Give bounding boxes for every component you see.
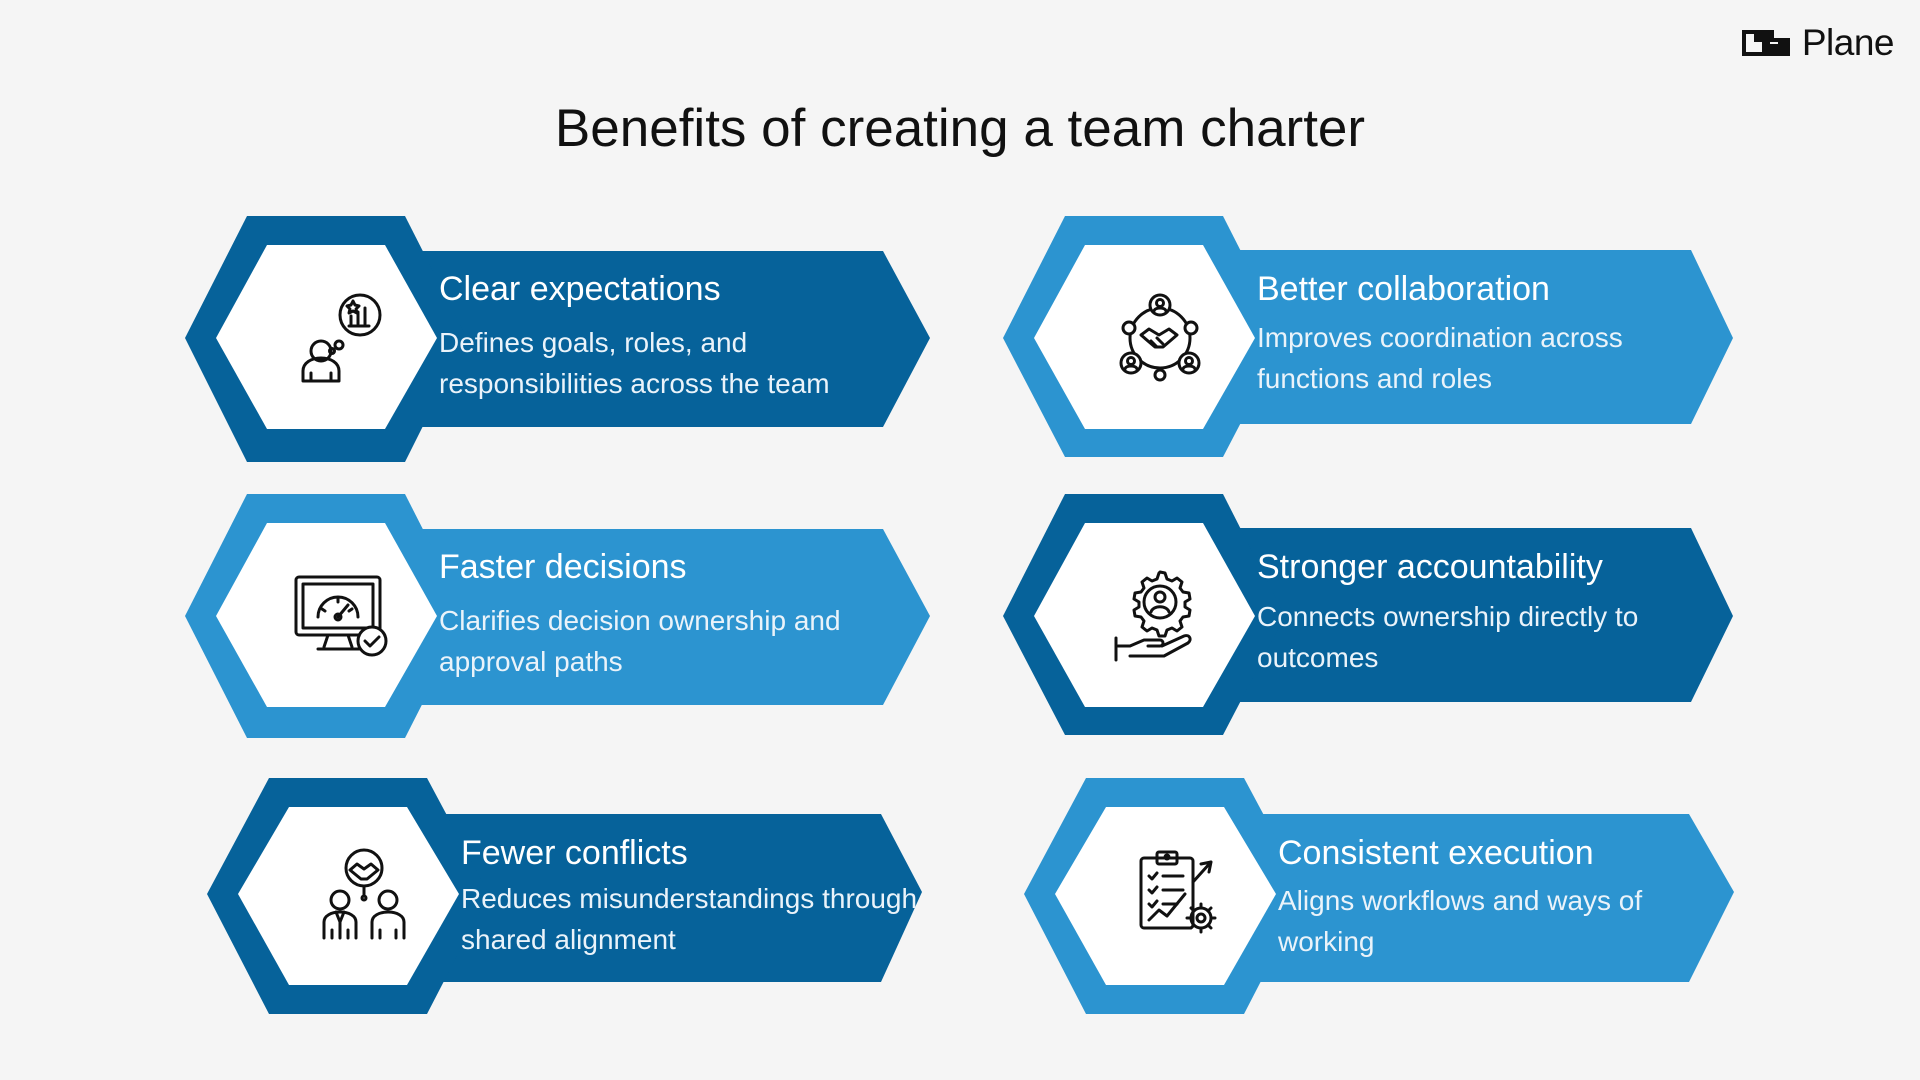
card-title: Faster decisions xyxy=(439,548,687,586)
card-description: Aligns workflows and ways of working xyxy=(1278,885,1643,957)
benefit-card-stronger-accountability: Stronger accountability Connects ownersh… xyxy=(1003,490,1748,740)
benefit-card-faster-decisions: Faster decisions Clarifies decision owne… xyxy=(185,490,930,740)
brand-name: Plane xyxy=(1801,22,1895,63)
card-title: Better collaboration xyxy=(1257,270,1550,308)
team-handshake-icon xyxy=(298,828,430,960)
monitor-speedometer-check-icon xyxy=(276,550,408,682)
person-thinking-chart-icon xyxy=(276,272,408,404)
card-shape xyxy=(185,494,930,738)
card-description: Improves coordination across functions a… xyxy=(1257,322,1623,394)
card-title: Fewer conflicts xyxy=(461,834,688,872)
hand-gear-person-icon xyxy=(1094,550,1226,682)
plane-logo-icon xyxy=(1741,30,1790,56)
card-shape xyxy=(1003,494,1733,735)
card-description: Connects ownership directly to outcomes xyxy=(1257,601,1639,673)
clipboard-gear-icon xyxy=(1115,828,1247,960)
handshake-network-icon xyxy=(1094,272,1226,404)
card-title: Consistent execution xyxy=(1278,834,1594,872)
card-shape xyxy=(1024,778,1734,1014)
card-description: Defines goals, roles, and responsibiliti… xyxy=(439,327,830,399)
benefit-card-fewer-conflicts: Fewer conflicts Reduces misunderstanding… xyxy=(207,778,952,1028)
benefit-card-consistent-execution: Consistent execution Aligns workflows an… xyxy=(1024,778,1769,1028)
brand-logo: Plane xyxy=(1740,22,1895,64)
card-shape xyxy=(185,216,930,462)
card-title: Clear expectations xyxy=(439,270,721,308)
page-title: Benefits of creating a team charter xyxy=(554,99,1366,158)
card-description: Reduces misunderstandings through shared… xyxy=(461,883,918,955)
card-title: Stronger accountability xyxy=(1257,548,1603,586)
card-description: Clarifies decision ownership and approva… xyxy=(439,605,841,677)
benefit-card-better-collaboration: Better collaboration Improves coordinati… xyxy=(1003,212,1748,462)
benefit-card-clear-expectations: Clear expectations Defines goals, roles,… xyxy=(185,212,930,462)
card-shape xyxy=(1003,216,1733,457)
